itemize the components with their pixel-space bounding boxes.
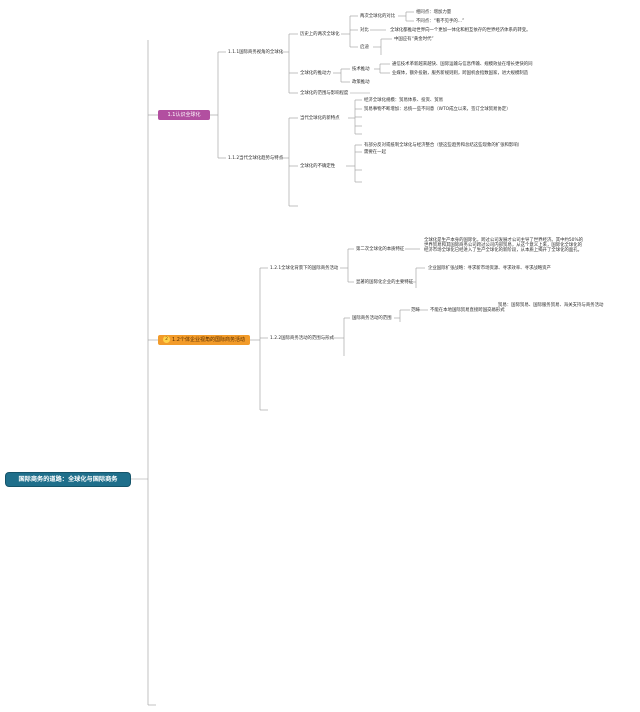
topic-scope-impact[interactable]: 全球化的范围与影响程度 — [300, 91, 349, 96]
leaf-trade-types: 贸易：国际贸易、国际服务贸易、海关支持与商务活动 — [498, 303, 604, 308]
subtopic-1-2-1[interactable]: 1.2.1全球化背景下的国际商务活动 — [270, 266, 339, 271]
subtopic-1-1-2[interactable]: 1.1.2当代全球化趋势与特点 — [228, 156, 284, 161]
leaf-tech-1: 通信技术革新越来越快、国际运输与信息传输、规模效益在增长更快的同 — [392, 62, 533, 67]
topic-business-scope[interactable]: 国际商务活动的范围 — [352, 316, 392, 321]
leaf-expansion-strategy: 企业国际扩张战略：寻求新市场资源、寻求效率、寻求战略资产 — [428, 266, 551, 271]
leaf-uncertainty-2: 需要在一起 — [364, 150, 386, 155]
leaf-uncertainty-1: 有部分反对或抵制全球化与经济整合（使这些趋势和总结这些现象的扩张和影响） — [364, 143, 523, 148]
node-comparison[interactable]: 两次全球化的对比 — [360, 14, 396, 19]
subtopic-1-2-2[interactable]: 1.2.2国际商务活动的范围与形式 — [270, 336, 334, 341]
leaf-similarity: 相同点：增加力量 — [416, 10, 452, 15]
branch-label: 1.2个体企业视角的国际商务活动 — [172, 337, 245, 343]
node-inspiration[interactable]: 启迪 — [360, 45, 369, 50]
subtopic-1-1-1[interactable]: 1.1.1国际商务视角的全球化 — [228, 50, 284, 55]
node-cross-border-forms[interactable]: 不能在本地国际贸易直接跨国交易形式 — [430, 308, 505, 313]
root-topic[interactable]: 国际商务的道路：全球化与国际商务 — [6, 473, 130, 486]
topic-new-features[interactable]: 当代全球化的新特点 — [300, 116, 340, 121]
topic-essence[interactable]: 第二次全球化的本质特征 — [356, 247, 405, 252]
topic-uncertainty[interactable]: 全球化的不确定性 — [300, 164, 336, 169]
leaf-contrast-text: 全球化都推动世界向一个更加一体化和相互依存的世界经济体系的转变。 — [390, 28, 531, 33]
branch-number-badge: 2 — [163, 336, 171, 343]
topic-driving-forces[interactable]: 全球化的推动力 — [300, 71, 331, 76]
node-category[interactable]: 范畴 — [411, 308, 420, 313]
branch-understand-globalization[interactable]: 1.1认识全球化 — [158, 110, 210, 120]
leaf-difference: 不同点：“看不见手的…” — [416, 19, 465, 24]
leaf-golden-age: 中国应有“黄金时代” — [394, 37, 434, 42]
leaf-tech-2: 业媒体，额外投融，服务新规则则，跨国机会指数国家，进大规模制造 — [392, 71, 529, 76]
topic-enterprise-features[interactable]: 显著的国际化企业的主要特征 — [356, 280, 414, 285]
node-contrast[interactable]: 对比 — [360, 28, 369, 33]
leaf-feature-scale: 经济全球化规模：贸易体系、投资、贸易 — [364, 98, 444, 103]
node-policy-drive[interactable]: 政策推动 — [352, 80, 370, 85]
topic-two-globalizations[interactable]: 历史上的两次全球化 — [300, 32, 340, 37]
node-tech-drive[interactable]: 技术推动 — [352, 67, 370, 72]
leaf-essence-text: 全球化是生产本身的国际化，跨过公司发展才公司主导了世界经济。其中约50%的世界贸… — [424, 238, 584, 253]
leaf-feature-trade: 贸易事物不断增加：总统一些不同意（WTO成立以来，签订全球贸易协定） — [364, 107, 511, 112]
